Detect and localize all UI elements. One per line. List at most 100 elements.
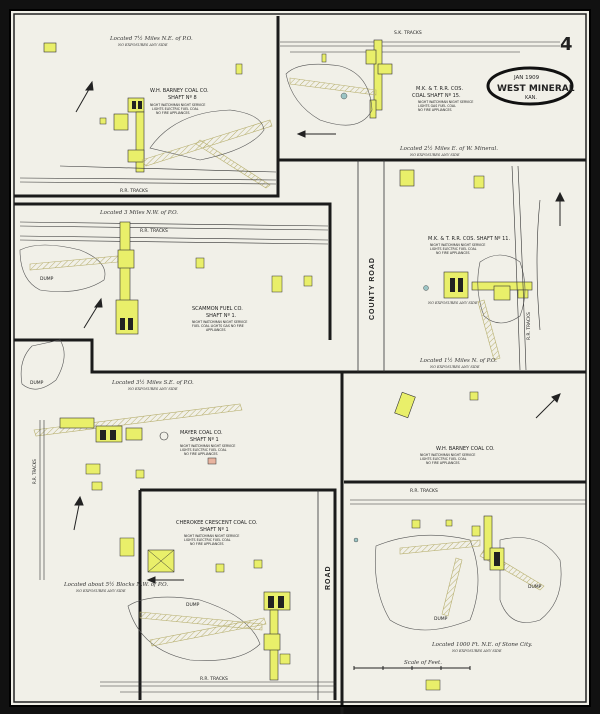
notes-line-3: NO FIRE APPLIANCES [426,461,460,465]
county-road [357,160,385,372]
exposure-note: NO EXPOSURES ANY SIDE [117,43,168,47]
title-cartouche [486,66,574,106]
track-label: R.R. TRACKS [32,459,37,484]
tipple [59,417,95,429]
shaft-label: SHAFT Nº 1 [200,527,229,533]
exposure-note: NO EXPOSURES ANY SIDE [409,153,460,157]
notes-line-1: NIGHT WATCHMAN NIGHT SERVICE [430,243,485,247]
exposure-note-2: NO EXPOSURES ANY SIDE [429,365,480,369]
exposure-note: NO EXPOSURES ANY SIDE [451,649,502,653]
rail-tracks [39,420,45,580]
tramway [477,299,501,361]
location-note: Located 3½ Miles S.E. of P.O. [111,379,194,386]
company-title: MAYER COAL CO. [180,430,223,436]
shaft-label: SHAFT Nº 1 [190,437,219,443]
tipple [135,111,145,173]
notes-line-1: NIGHT WATCHMAN NIGHT SERVICE [192,320,247,324]
north-arrow [83,297,103,329]
cartouche-state: KAN. [525,95,537,101]
north-arrow [75,80,94,113]
tipple [483,515,493,561]
dump-label: DUMP [30,380,44,386]
panel-borders [14,16,586,714]
engine-house [95,425,123,443]
notes-line-1: NIGHT WATCHMAN NIGHT SERVICE [184,534,239,538]
road-label: ROAD [325,565,332,590]
dump-label: DUMP [40,276,54,282]
notes-line-1: NIGHT WATCHMAN NIGHT SERVICE [420,453,475,457]
notes-line-2: LIGHTS ELECTRIC FUEL COAL [152,107,199,111]
notes-line-3: NO FIRE APPLIANCES [436,251,470,255]
location-note: Located 1000 Ft. N.E. of Stone City. [431,642,533,648]
location-note: Located 7½ Miles N.E. of P.O. [109,35,193,42]
engine-house [443,271,469,299]
rail-tracks [511,165,541,371]
panel-scammon-shaft-1: Located 3 Miles N.W. of P.O. R.R. TRACKS… [19,210,329,335]
exposure-note: NO EXPOSURES ANY SIDE [427,301,478,305]
track-label-top: S.K. TRACKS [394,30,422,36]
track-label: R.R. TRACKS [120,188,148,194]
rail-tracks [280,41,560,53]
notes-line-2: LIGHTS ELECTRIC FUEL COAL [184,538,231,542]
panel-barney-stone-city: W.H. BARNEY COAL CO. NIGHT WATCHMAN NIGH… [350,391,586,691]
location-note: Located 2½ Miles E. of W. Mineral. [399,145,498,152]
track-label: R.R. TRACKS [140,228,168,234]
notes-line-2: FUEL COAL LIGHTS GAS NO FIRE [192,324,244,328]
rail-tracks [19,221,329,245]
tipple [373,39,383,111]
tramway [289,77,377,96]
track-label: R.R. TRACKS [410,488,438,494]
panel-mayer-shaft-1: DUMP Located 3½ Miles S.E. of P.O. NO EX… [20,339,243,580]
road-label: COUNTY ROAD [369,257,376,320]
dump-label: DUMP [186,602,200,608]
track-label: R.R. TRACKS [200,676,228,682]
notes-line-3: NO FIRE APPLIANCES [418,108,452,112]
north-arrow [296,130,336,138]
shaft-label: COAL SHAFT Nº 15. [412,93,461,99]
scale-label: Scale of Feet. [404,660,442,666]
north-arrow [73,495,84,531]
company-title: W.H. BARNEY COAL CO. [436,446,495,452]
north-arrow [146,576,184,584]
location-note: Located 3 Miles N.W. of P.O. [99,210,178,216]
panel-mkt-shaft-15: S.K. TRACKS 4 JAN 1909 WEST MINERAL KAN.… [235,30,575,157]
notes-line-2: LIGHTS ELECTRIC FUEL COAL [420,457,467,461]
notes-line-2: LIGHTS GAS FUEL COAL [418,104,456,108]
engine-house [263,591,291,611]
scale-bar [353,666,471,670]
notes-line-3: APPLIANCES [206,328,226,332]
exposure-note: NO EXPOSURES ANY SIDE [75,589,126,593]
notes-line-3: NO FIRE APPLIANCES [184,452,218,456]
engine-house [113,113,129,131]
outbuilding [43,42,57,53]
notes-line-3: NO FIRE APPLIANCES [190,542,224,546]
cartouche-date: JAN 1909 [513,75,540,81]
notes-line-3: NO FIRE APPLIANCES [156,111,190,115]
exposure-note: NO EXPOSURES ANY SIDE [127,387,178,391]
notes-line-1: NIGHT WATCHMAN NIGHT SERVICE [180,444,235,448]
panel-mkt-shaft-11: COUNTY ROAD M.K. & T. R.R. COS. SHAFT Nº… [357,160,565,372]
track-label: R.R. TRACKS [526,312,532,340]
company-title: W.H. BARNEY COAL CO. [150,88,209,94]
north-arrow [535,393,561,419]
tramway [141,119,273,167]
rail-tracks [19,165,277,185]
company-title: M.K. & T. R.R. COS. SHAFT Nº 11. [428,236,510,242]
notes-line-2: LIGHTS ELECTRIC FUEL COAL [180,448,227,452]
shaft-label: SHAFT Nº 8 [168,95,197,101]
company-title: M.K. & T. R.R. COS. [416,86,463,92]
location-note: Located 1½ Miles N. of P.O. [419,357,497,364]
notes-line-1: NIGHT WATCHMAN NIGHT SERVICE [150,103,205,107]
north-arrow [555,191,565,226]
dump-label: DUMP [434,616,448,622]
notes-line-1: NIGHT WATCHMAN NIGHT SERVICE [418,100,473,104]
location-note: Located about 5½ Blocks N.W. of P.O. [63,581,168,588]
cartouche-town: WEST MINERAL [497,84,575,94]
shaft-label: SHAFT Nº 1. [206,313,237,319]
notes-line-2: LIGHTS ELECTRIC FUEL COAL [430,247,477,251]
rail-tracks [350,499,586,505]
tramway [399,539,481,555]
engine-house [115,299,139,335]
company-title: SCAMMON FUEL CO. [192,306,243,312]
